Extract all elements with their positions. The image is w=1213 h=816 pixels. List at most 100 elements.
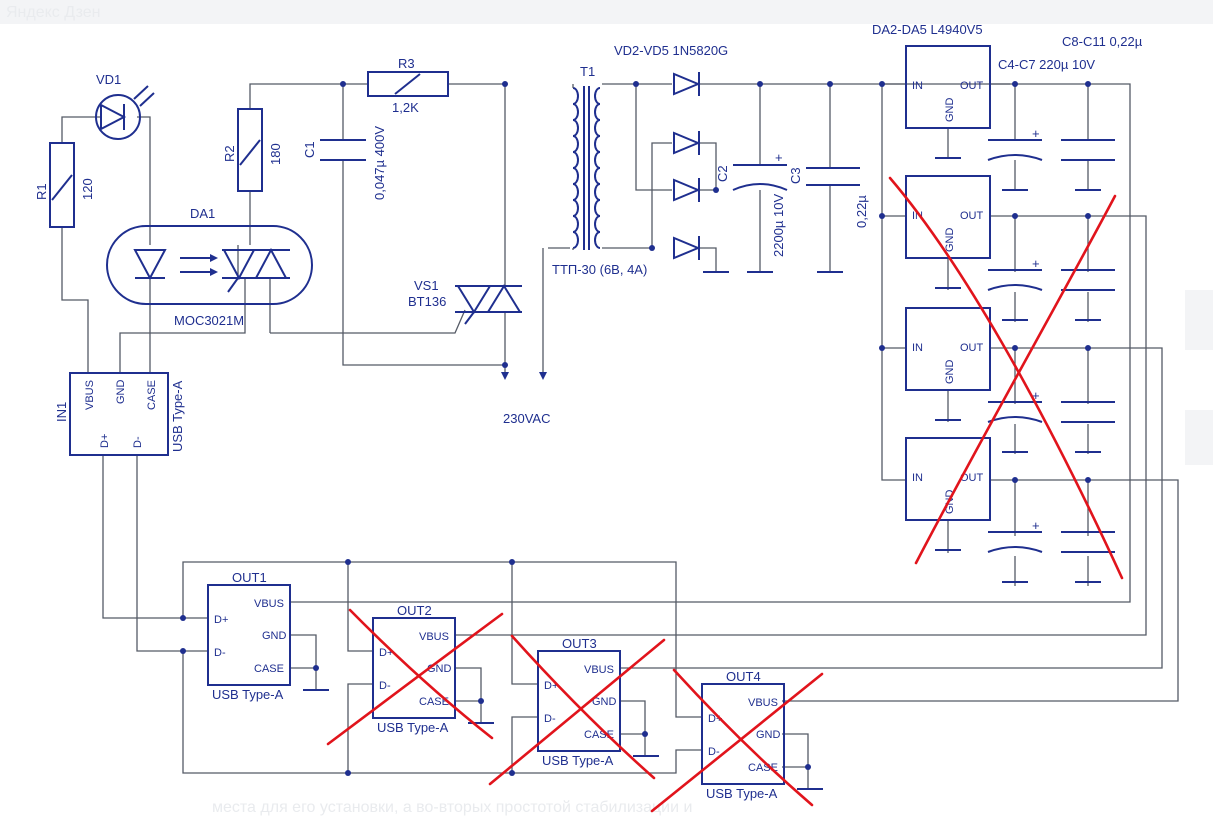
cap-plus: + [1032, 388, 1040, 403]
in1-pin-dm: D- [132, 436, 144, 448]
transformer-t1: T1 ТТП-30 (6В, 4А) [552, 64, 647, 277]
led-vd1: VD1 [95, 72, 155, 140]
da-group-label: DA2-DA5 L4940V5 [872, 22, 983, 37]
in1-type: USB Type-A [170, 380, 185, 452]
da1-part: MOC3021M [174, 313, 244, 328]
regulator-in-pin: IN [912, 210, 923, 222]
usb-out-case: CASE [254, 663, 284, 675]
usb-out-case: CASE [584, 729, 614, 741]
usb-in1: VBUS GND CASE D+ D- IN1 USB Type-A [54, 372, 185, 456]
triac-vs1: VS1 BT136 [408, 278, 522, 325]
strike-regulators-b [914, 194, 1117, 565]
in1-pin-gnd: GND [115, 380, 127, 405]
usb-out-dm: D- [708, 746, 720, 758]
t1-label: T1 [580, 64, 595, 79]
cap-plus: + [1032, 256, 1040, 271]
usb-out-dp: D+ [214, 614, 228, 626]
usb-out-gnd: GND [262, 630, 287, 642]
strike-marks [326, 176, 1124, 813]
usb-out-type: USB Type-A [706, 786, 778, 801]
capacitor-c2: + C2 2200µ 10V [715, 150, 788, 273]
vs1-part: BT136 [408, 294, 446, 309]
regulator-gnd-pin: GND [944, 98, 956, 123]
capacitor-c3: C3 0,22µ [788, 167, 869, 273]
usb-out-vbus: VBUS [254, 598, 284, 610]
usb-out-type: USB Type-A [212, 687, 284, 702]
usb-out-gnd: GND [427, 663, 452, 675]
strike-out2-b [326, 612, 504, 746]
diode-bridge: VD2-VD5 1N5820G [614, 43, 729, 273]
strike-out4-a [672, 668, 814, 807]
regulator-in-pin: IN [912, 342, 923, 354]
cap-plus: + [1032, 126, 1040, 141]
vd1-label: VD1 [96, 72, 121, 87]
usb-out-type: USB Type-A [542, 753, 614, 768]
resistor-r1: R1 120 [34, 142, 95, 228]
c1-value: 0,047µ 400V [372, 126, 387, 200]
usb-out-label: OUT4 [726, 669, 761, 684]
c2-plus: + [775, 150, 783, 165]
da1-label: DA1 [190, 206, 215, 221]
usb-out-dm: D- [544, 713, 556, 725]
in1-pin-vbus: VBUS [84, 380, 96, 410]
regulator-out-pin: OUT [960, 472, 984, 484]
in1-pin-case: CASE [146, 380, 158, 410]
mains-terminals: 230VAC [501, 372, 550, 426]
strike-out2-a [348, 608, 494, 740]
mains-label: 230VAC [503, 411, 550, 426]
junctions [180, 81, 1091, 776]
r1-value: 120 [80, 178, 95, 200]
usb-out-dm: D- [379, 680, 391, 692]
regulator-out-pin: OUT [960, 342, 984, 354]
vs1-label: VS1 [414, 278, 439, 293]
usb-out-case: CASE [748, 762, 778, 774]
c2-label: C2 [715, 165, 730, 182]
in1-label: IN1 [54, 402, 69, 422]
c3-label: C3 [788, 167, 803, 184]
t1-part: ТТП-30 (6В, 4А) [552, 262, 647, 277]
vd-group-label: VD2-VD5 1N5820G [614, 43, 728, 58]
strike-out3-a [510, 634, 656, 780]
usb-out-gnd: GND [756, 729, 781, 741]
c3-value: 0,22µ [854, 195, 869, 228]
regulator-gnd-pin: GND [944, 360, 956, 385]
r3-label: R3 [398, 56, 415, 71]
usb-out-vbus: VBUS [748, 697, 778, 709]
resistor-r2: R2 180 [222, 108, 283, 192]
resistor-r3: R3 1,2K [367, 56, 449, 115]
c2-value: 2200µ 10V [771, 194, 786, 257]
regulator-da4: IN OUT GND + [905, 307, 1115, 453]
strike-regulators-a [888, 176, 1124, 580]
usb-out-label: OUT2 [397, 603, 432, 618]
capacitor-c1: C1 0,047µ 400V [302, 126, 387, 200]
wires [61, 83, 1179, 790]
usb-out-gnd: GND [592, 696, 617, 708]
usb-out-label: OUT1 [232, 570, 267, 585]
usb-out-dm: D- [214, 647, 226, 659]
watermark-brand: Яндекс Дзен [6, 4, 101, 21]
r2-value: 180 [268, 143, 283, 165]
usb-out-vbus: VBUS [584, 664, 614, 676]
r3-value: 1,2K [392, 100, 419, 115]
usb-out-label: OUT3 [562, 636, 597, 651]
strike-out3-b [488, 638, 666, 786]
regulator-out-pin: OUT [960, 80, 984, 92]
in1-pin-dp: D+ [99, 434, 111, 448]
usb-out-vbus: VBUS [419, 631, 449, 643]
regulator-gnd-pin: GND [944, 228, 956, 253]
r2-label: R2 [222, 145, 237, 162]
usb-out-case: CASE [419, 696, 449, 708]
c4-group-label: C4-C7 220µ 10V [998, 57, 1095, 72]
usb-out-type: USB Type-A [377, 720, 449, 735]
watermark-caption: места для его установки, а во-вторых про… [212, 799, 692, 816]
